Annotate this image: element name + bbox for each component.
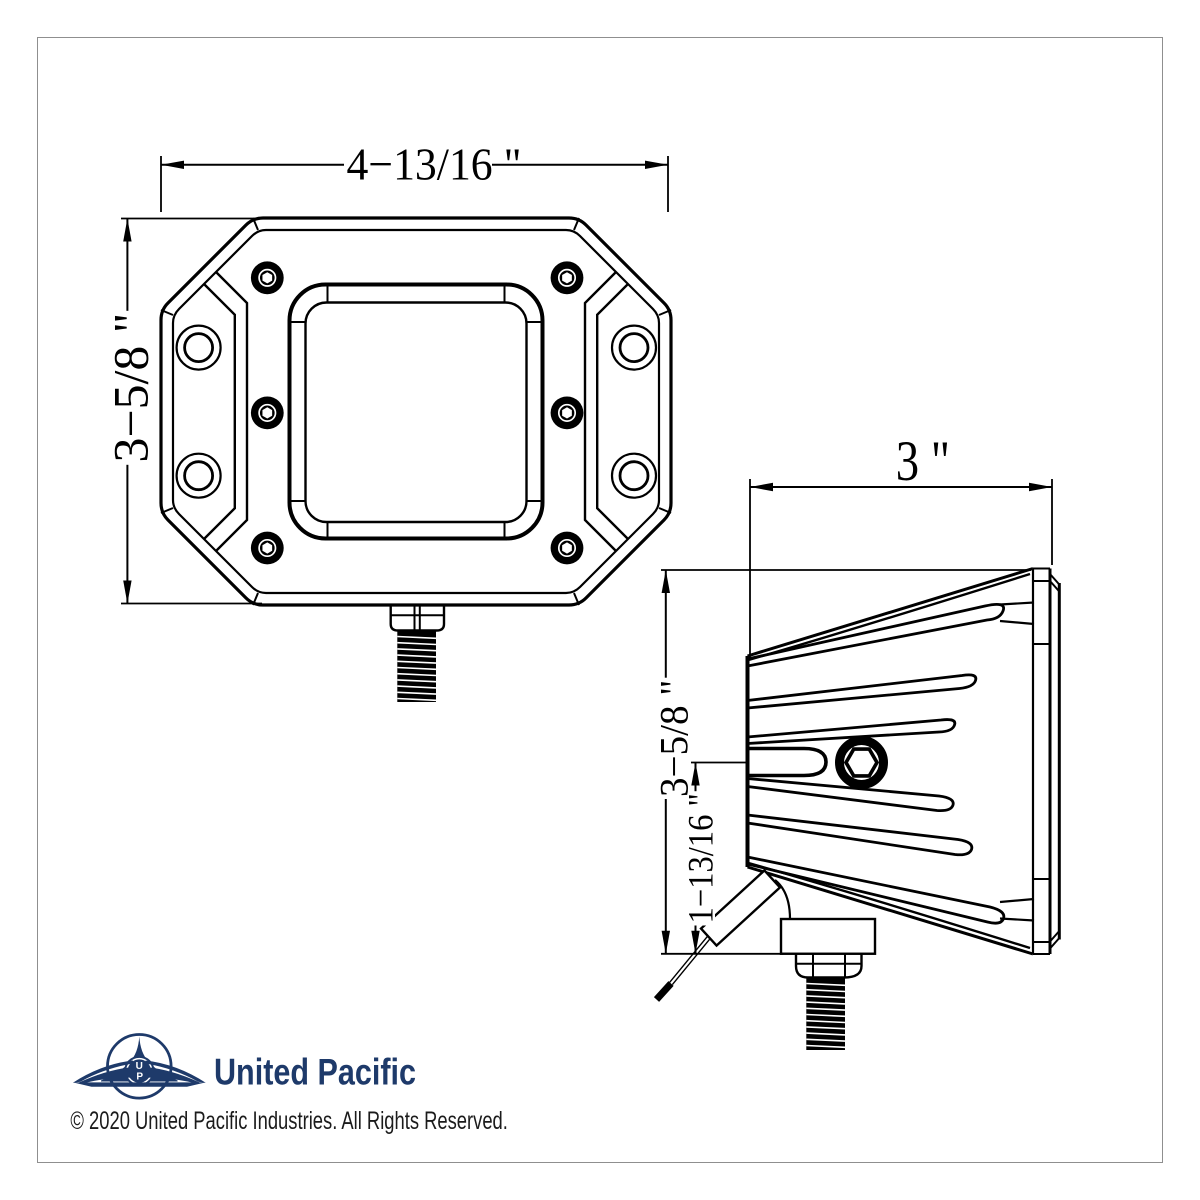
svg-text:© 2020 United Pacific Industri: © 2020 United Pacific Industries. All Ri… xyxy=(70,1107,508,1135)
svg-text:U: U xyxy=(136,1061,143,1072)
svg-text:3 ": 3 " xyxy=(896,430,950,493)
svg-text:3−5/8 ": 3−5/8 " xyxy=(652,680,697,797)
svg-text:1−13/16 ": 1−13/16 " xyxy=(680,793,720,923)
svg-text:P: P xyxy=(136,1071,143,1082)
svg-text:3−5/8 ": 3−5/8 " xyxy=(103,313,159,463)
svg-text:4−13/16 ": 4−13/16 " xyxy=(347,139,522,190)
svg-text:United Pacific: United Pacific xyxy=(214,1052,416,1093)
